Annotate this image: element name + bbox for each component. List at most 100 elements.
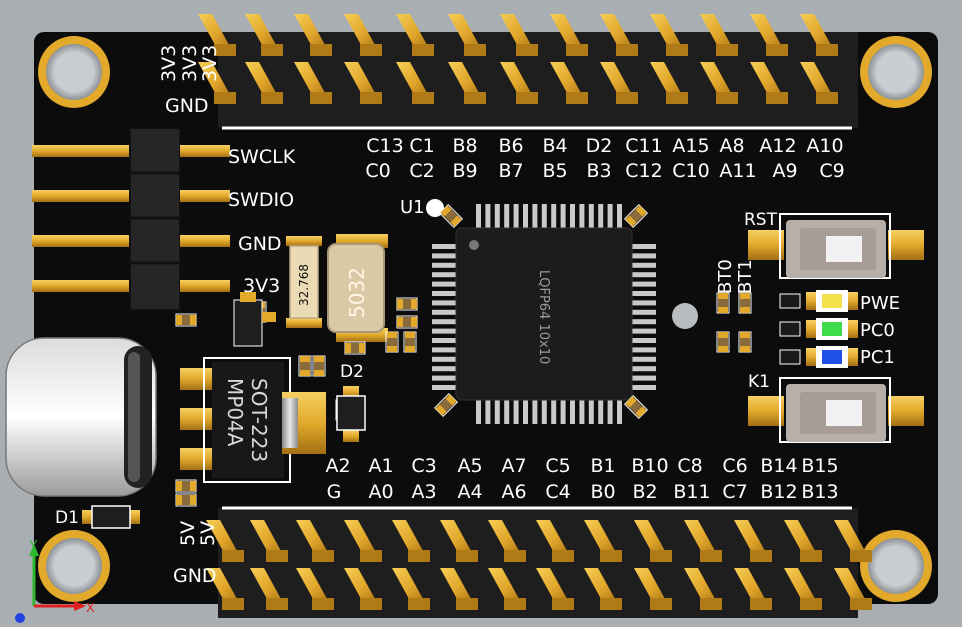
chip-pin	[588, 204, 594, 228]
chip-pin	[432, 338, 456, 343]
axis-y-label: Y	[29, 537, 38, 552]
pin-label: A12	[759, 135, 796, 157]
reset-button[interactable]	[748, 213, 924, 279]
chip-pin	[632, 309, 656, 315]
sot23-transistor	[233, 292, 276, 347]
pin-label: C2	[409, 160, 434, 182]
swd-label-3v3: 3V3	[243, 275, 280, 297]
boot1-label: BT1	[735, 259, 756, 294]
mounting-hole-icon	[860, 530, 932, 602]
power-label-5v: 5V	[197, 521, 219, 546]
smd-component	[298, 355, 312, 377]
led-label-pwe: PWE	[860, 293, 900, 314]
header-pin	[684, 568, 722, 610]
header-pin	[750, 14, 788, 56]
smd-component	[738, 331, 752, 353]
pin-label: C0	[365, 160, 390, 182]
chip-pin	[504, 400, 510, 424]
header-pin	[500, 62, 538, 104]
header-pin	[294, 62, 332, 104]
chip-pin	[551, 204, 557, 228]
pin-label: C5	[545, 455, 570, 477]
regulator-package-label: SOT-223	[247, 378, 271, 462]
crystal-5032-label: 5032	[345, 267, 369, 318]
crystal-5032	[327, 234, 388, 342]
header-pin	[784, 520, 822, 562]
chip-pin	[432, 319, 456, 325]
chip-pin	[432, 262, 456, 268]
smd-component	[433, 392, 459, 418]
chip-pin	[432, 356, 456, 362]
header-pin	[584, 520, 622, 562]
power-label-5v: 5V	[177, 521, 199, 546]
pin-label: C4	[545, 481, 570, 503]
pin-label: B1	[590, 455, 615, 477]
chip-pin	[532, 400, 538, 424]
header-pin	[206, 520, 244, 562]
pin-label: B0	[590, 481, 615, 503]
pin-label: B13	[801, 481, 838, 503]
chip-pin	[551, 400, 557, 424]
pin-label: B7	[498, 160, 523, 182]
power-label-3v3: 3V3	[158, 45, 180, 82]
diode-d1	[82, 505, 140, 529]
pin-label: B3	[586, 160, 611, 182]
chip-pin	[617, 204, 622, 228]
led-pc1	[779, 346, 858, 368]
mcu-package-label: LQFP64 10x10	[536, 270, 551, 364]
pin1-marker-icon	[426, 199, 444, 217]
chip-pin	[632, 385, 656, 390]
swd-label-swdio: SWDIO	[228, 189, 294, 211]
header-pin	[800, 14, 838, 56]
pin-label: A6	[501, 481, 526, 503]
chip-pin	[523, 204, 528, 228]
mounting-hole-icon	[860, 36, 932, 108]
pin-label: B12	[760, 481, 797, 503]
chip-pin	[432, 253, 456, 259]
smd-component	[623, 203, 649, 229]
header-pin	[344, 520, 382, 562]
pin-label: B6	[498, 135, 523, 157]
header-pin	[750, 62, 788, 104]
swd-label-swclk: SWCLK	[228, 146, 296, 168]
chip-pin	[432, 375, 456, 381]
chip-pin	[476, 400, 481, 424]
smd-passives	[175, 203, 752, 507]
smd-component	[175, 313, 197, 327]
pin-label: C12	[625, 160, 662, 182]
smd-component	[438, 203, 464, 229]
pin-label: A3	[411, 481, 436, 503]
bottom-header-pins	[206, 520, 872, 610]
power-label-gnd: GND	[173, 565, 217, 587]
chip-pin	[570, 400, 575, 424]
chip-pin	[598, 204, 604, 228]
chip-pin	[632, 328, 656, 334]
smd-component	[716, 292, 730, 314]
crystal-32k-label: 32.768	[297, 264, 311, 306]
chip-pin	[632, 272, 656, 278]
chip-pin	[485, 204, 491, 228]
smd-component	[623, 394, 649, 420]
header-pin	[584, 568, 622, 610]
header-pin	[396, 62, 434, 104]
chip-pin	[432, 366, 456, 372]
chip-pin	[607, 400, 613, 424]
chip-pin	[579, 204, 585, 228]
user-button-k1[interactable]	[748, 377, 924, 443]
chip-pin	[513, 204, 519, 228]
pin-label: C10	[672, 160, 709, 182]
header-pin	[734, 520, 772, 562]
pin-label: C8	[677, 455, 702, 477]
chip-pin	[432, 300, 456, 306]
diode-d2	[336, 386, 366, 442]
fiducial-icon	[672, 303, 698, 329]
header-pin	[396, 14, 434, 56]
led-pwe	[779, 290, 858, 312]
header-pin	[206, 568, 244, 610]
chip-pin	[432, 328, 456, 334]
header-pin	[734, 568, 772, 610]
pin-label: A11	[719, 160, 756, 182]
chip-pin	[632, 347, 656, 353]
diode-d2-label: D2	[340, 362, 364, 382]
chip-pin	[494, 400, 500, 424]
